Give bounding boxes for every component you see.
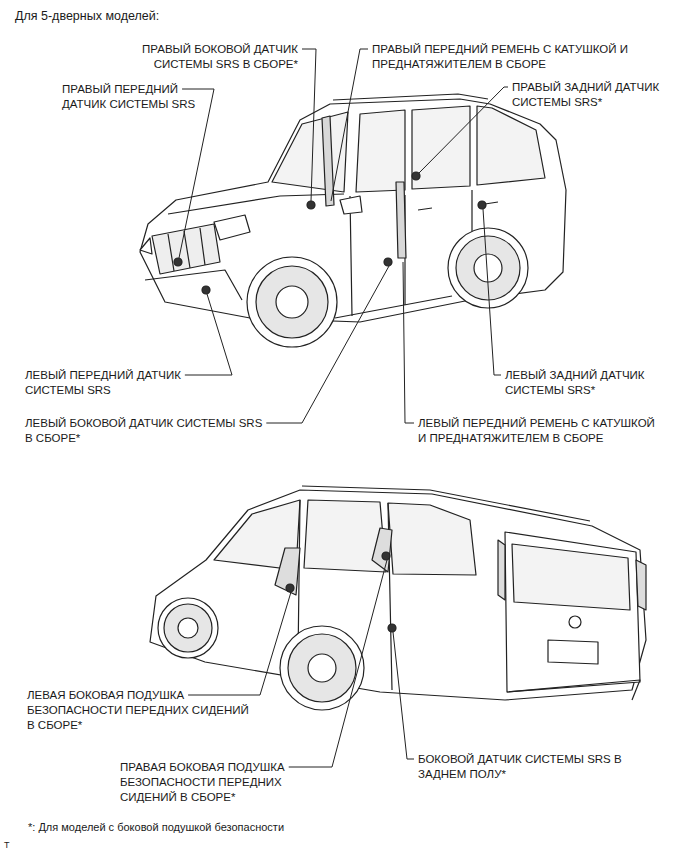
- part-label: ЛЕВАЯ БОКОВАЯ ПОДУШКА БЕЗОПАСНОСТИ ПЕРЕД…: [27, 688, 257, 733]
- leader-line: [331, 49, 368, 201]
- part-name: ПРАВЫЙ ЗАДНИЙ ДАТЧИК СИСТЕМЫ SRS*: [512, 81, 659, 108]
- part-name: БОКОВОЙ ДАТЧИК СИСТЕМЫ SRS В ЗАДНЕМ ПОЛУ…: [418, 753, 622, 780]
- part-name: ПРАВЫЙ ПЕРЕДНИЙ РЕМЕНЬ С КАТУШКОЙ И ПРЕД…: [372, 43, 628, 70]
- part-label: ПРАВАЯ БОКОВАЯ ПОДУШКА БЕЗОПАСНОСТИ ПЕРЕ…: [120, 760, 325, 805]
- part-label: ПРАВЫЙ ПЕРЕДНИЙ РЕМЕНЬ С КАТУШКОЙ И ПРЕД…: [372, 42, 684, 72]
- part-label: T: [4, 838, 34, 853]
- part-name: ПРАВАЯ БОКОВАЯ ПОДУШКА БЕЗОПАСНОСТИ ПЕРЕ…: [120, 761, 285, 803]
- part-name: ПРАВЫЙ БОКОВОЙ ДАТЧИК СИСТЕМЫ SRS В СБОР…: [142, 43, 298, 70]
- heading: Для 5-дверных моделей:: [15, 8, 159, 24]
- footnote: *: Для моделей с боковой подушкой безопа…: [28, 820, 284, 834]
- heading-text: Для 5-дверных моделей:: [15, 9, 159, 23]
- part-label: ЛЕВЫЙ ЗАДНИЙ ДАТЧИК СИСТЕМЫ SRS*: [505, 368, 683, 398]
- part-name: ПРАВЫЙ ПЕРЕДНИЙ ДАТЧИК СИСТЕМЫ SRS: [62, 83, 195, 110]
- part-name: ЛЕВЫЙ ЗАДНИЙ ДАТЧИК СИСТЕМЫ SRS*: [505, 369, 645, 396]
- leader-line: [483, 209, 501, 375]
- leader-line: [393, 632, 414, 759]
- part-label: БОКОВОЙ ДАТЧИК СИСТЕМЫ SRS В ЗАДНЕМ ПОЛУ…: [418, 752, 653, 782]
- part-label: ПРАВЫЙ ЗАДНИЙ ДАТЧИК СИСТЕМЫ SRS*: [512, 80, 684, 110]
- leader-line: [266, 266, 389, 423]
- leader-line: [403, 262, 414, 423]
- part-label: ЛЕВЫЙ БОКОВОЙ ДАТЧИК СИСТЕМЫ SRS В СБОРЕ…: [25, 416, 265, 446]
- leader-line: [289, 560, 387, 767]
- leader-line: [179, 89, 214, 258]
- leader-line: [419, 87, 508, 173]
- part-name: ЛЕВЫЙ БОКОВОЙ ДАТЧИК СИСТЕМЫ SRS В СБОРЕ…: [25, 417, 262, 444]
- part-label: ПРАВЫЙ ПЕРЕДНИЙ ДАТЧИК СИСТЕМЫ SRS: [62, 82, 222, 112]
- footnote-text: *: Для моделей с боковой подушкой безопа…: [28, 821, 284, 833]
- part-name: ЛЕВЫЙ ПЕРЕДНИЙ РЕМЕНЬ С КАТУШКОЙ И ПРЕДН…: [418, 417, 655, 444]
- leader-line: [302, 49, 316, 201]
- part-label: ПРАВЫЙ БОКОВОЙ ДАТЧИК СИСТЕМЫ SRS В СБОР…: [98, 42, 298, 72]
- front-view-vehicle: [140, 94, 566, 347]
- part-name: T: [4, 840, 10, 850]
- part-label: ЛЕВЫЙ ПЕРЕДНИЙ РЕМЕНЬ С КАТУШКОЙ И ПРЕДН…: [418, 416, 658, 446]
- part-label: ЛЕВЫЙ ПЕРЕДНИЙ ДАТЧИК СИСТЕМЫ SRS: [25, 368, 225, 398]
- leader-line: [185, 294, 232, 375]
- part-name: ЛЕВЫЙ ПЕРЕДНИЙ ДАТЧИК СИСТЕМЫ SRS: [25, 369, 181, 396]
- part-name: ЛЕВАЯ БОКОВАЯ ПОДУШКА БЕЗОПАСНОСТИ ПЕРЕД…: [27, 689, 249, 731]
- leader-line: [188, 592, 291, 695]
